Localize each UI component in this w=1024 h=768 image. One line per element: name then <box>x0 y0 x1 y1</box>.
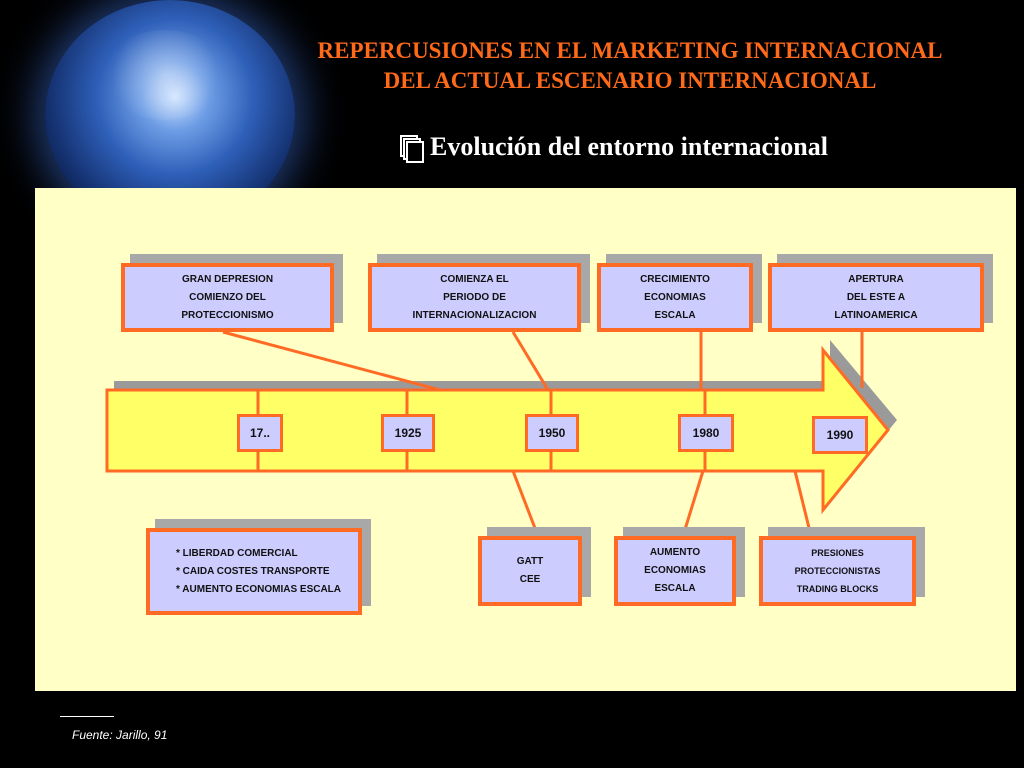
page-title: REPERCUSIONES EN EL MARKETING INTERNACIO… <box>240 36 1020 96</box>
connector-line <box>793 470 813 537</box>
connector-line <box>511 331 550 391</box>
title-line-1: REPERCUSIONES EN EL MARKETING INTERNACIO… <box>317 38 943 63</box>
year-marker-1990: 1990 <box>812 416 868 454</box>
connector-line <box>511 470 540 537</box>
event-box-apertura: APERTURA DEL ESTE A LATINOAMERICA <box>768 263 984 332</box>
event-box-liberdad-comercial: * LIBERDAD COMERCIAL * CAIDA COSTES TRAN… <box>146 528 362 615</box>
event-box-aumento-economias: AUMENTO ECONOMIAS ESCALA <box>614 536 736 606</box>
documents-icon <box>400 135 424 163</box>
section-subtitle: Evolución del entorno internacional <box>400 132 960 163</box>
event-box-crecimiento: CRECIMIENTO ECONOMIAS ESCALA <box>597 263 753 332</box>
event-box-gatt-cee: GATT CEE <box>478 536 582 606</box>
timeline-diagram <box>105 330 897 537</box>
year-marker-1950: 1950 <box>525 414 579 452</box>
event-box-presiones-proteccionistas: PRESIONES PROTECCIONISTAS TRADING BLOCKS <box>759 536 916 606</box>
event-box-internacionalizacion: COMIENZA EL PERIODO DE INTERNACIONALIZAC… <box>368 263 581 332</box>
connector-line <box>222 330 441 392</box>
year-marker-17: 17.. <box>237 414 283 452</box>
source-note: Fuente: Jarillo, 91 <box>72 728 168 742</box>
footer-divider <box>60 716 114 717</box>
title-line-2: DEL ACTUAL ESCENARIO INTERNACIONAL <box>383 68 877 93</box>
timeline-arrow <box>105 345 890 515</box>
subtitle-text: Evolución del entorno internacional <box>430 132 828 161</box>
year-marker-1925: 1925 <box>381 414 435 452</box>
timeline-panel: 17.. 1925 1950 1980 1990 GRAN DEPRESION … <box>35 188 1016 691</box>
connector-line <box>681 470 705 537</box>
year-marker-1980: 1980 <box>678 414 734 452</box>
event-box-gran-depresion: GRAN DEPRESION COMIENZO DEL PROTECCIONIS… <box>121 263 334 332</box>
